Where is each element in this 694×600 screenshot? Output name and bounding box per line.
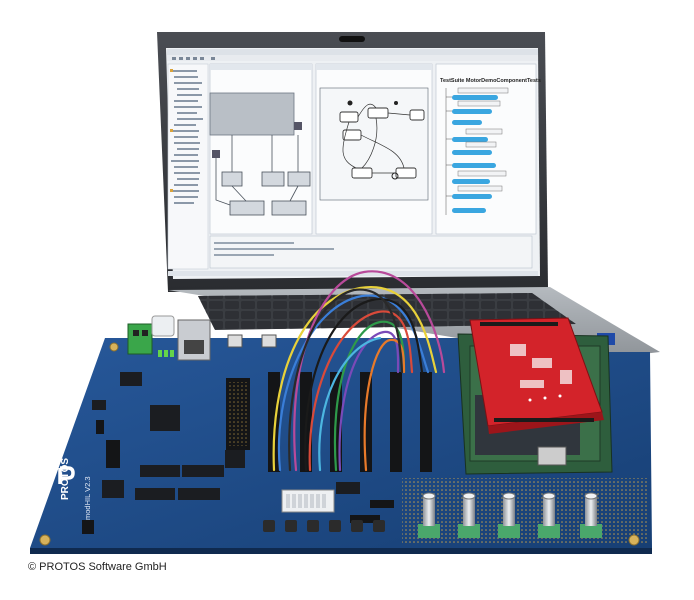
power-plug bbox=[151, 315, 175, 337]
protos-wordmark: PROTOS bbox=[60, 458, 71, 500]
laptop: TestSuite MotorDemoComponentTests bbox=[157, 32, 660, 360]
ic-chips bbox=[92, 372, 360, 500]
potentiometer-3 bbox=[498, 492, 520, 538]
jumper-wires bbox=[272, 270, 446, 472]
rotary-potentiometers bbox=[418, 492, 602, 538]
protos-logo: PROTOS modHIL V2.3 bbox=[58, 458, 92, 521]
potentiometer-2 bbox=[458, 492, 480, 538]
potentiometer-4 bbox=[538, 492, 560, 538]
webcam-icon bbox=[339, 36, 365, 42]
test-suite-title: TestSuite MotorDemoComponentTests bbox=[440, 78, 541, 84]
test-suite-panel: TestSuite MotorDemoComponentTests bbox=[435, 63, 541, 235]
copyright-caption: © PROTOS Software GmbH bbox=[28, 561, 167, 573]
push-buttons bbox=[263, 520, 385, 532]
red-shield-board bbox=[469, 317, 604, 434]
prototype-area bbox=[402, 478, 647, 544]
potentiometer-5 bbox=[580, 492, 602, 538]
state-machine-diagram bbox=[315, 63, 433, 235]
potentiometer-1 bbox=[418, 492, 440, 538]
console-panel bbox=[209, 235, 533, 269]
modhil-board: PROTOS modHIL V2.3 bbox=[30, 315, 652, 554]
board-model-label: modHIL V2.3 bbox=[83, 477, 92, 521]
structure-diagram bbox=[209, 63, 313, 235]
laptop-screen: TestSuite MotorDemoComponentTests bbox=[166, 48, 541, 279]
power-terminal bbox=[127, 323, 153, 355]
project-explorer bbox=[167, 63, 209, 270]
